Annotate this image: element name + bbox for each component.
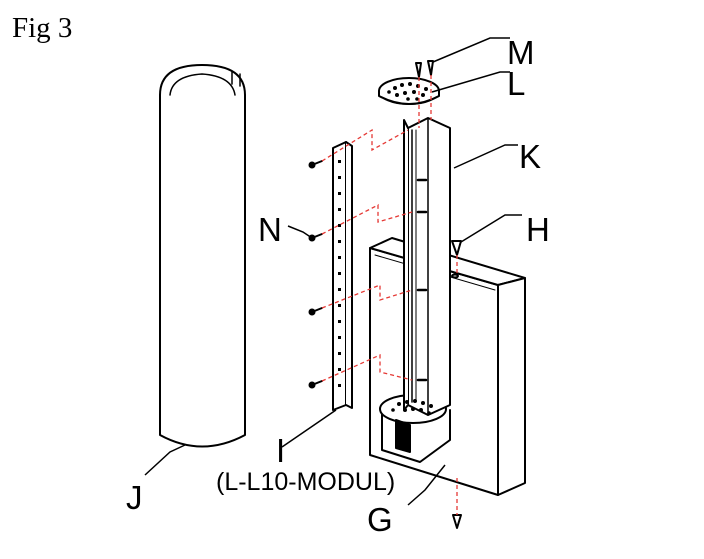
figure-title: Fig 3 [12,12,73,44]
screw-H [451,240,462,279]
disk-perforations [387,82,433,415]
led-module-strip-I [332,141,353,411]
label-L: L [507,65,526,102]
label-I: I [276,432,286,469]
strip-perforations [338,160,341,387]
label-K: K [519,138,542,175]
leader-lines [144,37,522,506]
screw-bottom [452,514,462,529]
label-G: G [367,501,393,538]
label-N: N [258,211,282,248]
main-profile-K [403,117,451,416]
label-J: J [126,479,143,516]
assembly-lines [321,75,458,515]
label-H: H [526,211,550,248]
label-M: M [507,34,535,71]
screws-N [308,160,323,389]
bottom-base-plate [379,394,451,463]
label-I-module: (L-L10-MODUL) [216,468,396,496]
outer-tube-J [159,64,246,448]
screws-M [415,60,434,78]
